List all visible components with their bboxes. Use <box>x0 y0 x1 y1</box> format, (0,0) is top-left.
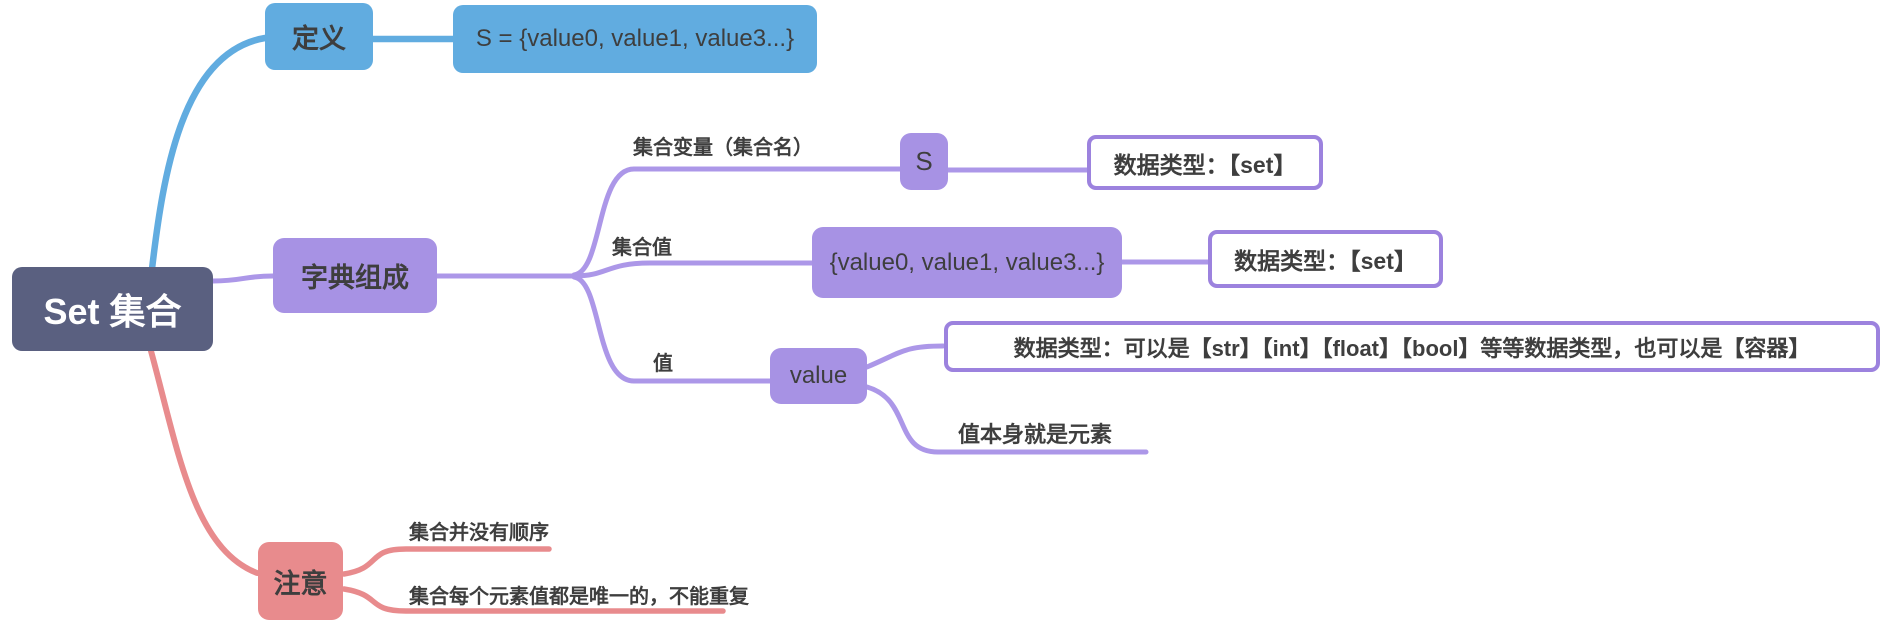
edge-note-item2-underline <box>341 586 726 614</box>
topic-variable-label[interactable]: 集合变量（集合名） <box>633 137 813 159</box>
edge-root-composition <box>210 273 276 284</box>
topic-value-element-note[interactable]: 值本身就是元素 <box>958 422 1113 447</box>
topic-value-datatype[interactable]: 数据类型：可以是【str】【int】【float】【bool】等等数据类型，也可… <box>944 321 1880 372</box>
topic-note[interactable]: 注意 <box>258 542 343 620</box>
edge-root-definition <box>148 34 269 273</box>
topic-note-item-unique[interactable]: 集合每个元素值都是唯一的，不能重复 <box>409 586 749 608</box>
edge-setvalue-row <box>571 260 815 279</box>
topic-setvalue-datatype[interactable]: 数据类型：【set】 <box>1208 230 1443 288</box>
root-topic-set[interactable]: Set 集合 <box>12 267 213 351</box>
edge-variable-row <box>571 166 903 278</box>
edge-root-note <box>148 348 260 576</box>
topic-note-item-no-order[interactable]: 集合并没有顺序 <box>409 522 549 544</box>
topic-value-node[interactable]: value <box>770 348 867 404</box>
topic-definition-value[interactable]: S = {value0, value1, value3...} <box>453 5 817 73</box>
topic-setvalue-node[interactable]: {value0, value1, value3...} <box>812 227 1122 298</box>
topic-composition[interactable]: 字典组成 <box>273 238 437 313</box>
topic-definition[interactable]: 定义 <box>265 3 373 70</box>
topic-setvalue-label[interactable]: 集合值 <box>612 237 672 259</box>
topic-value-label[interactable]: 值 <box>653 353 673 375</box>
edge-note-item1-underline <box>341 546 552 577</box>
edge-value-row <box>571 274 773 384</box>
topic-variable-datatype[interactable]: 数据类型：【set】 <box>1087 135 1323 190</box>
edge-value-longtype <box>864 343 946 370</box>
edge-value-element-underline <box>864 384 1149 455</box>
topic-variable-node[interactable]: S <box>900 133 948 190</box>
